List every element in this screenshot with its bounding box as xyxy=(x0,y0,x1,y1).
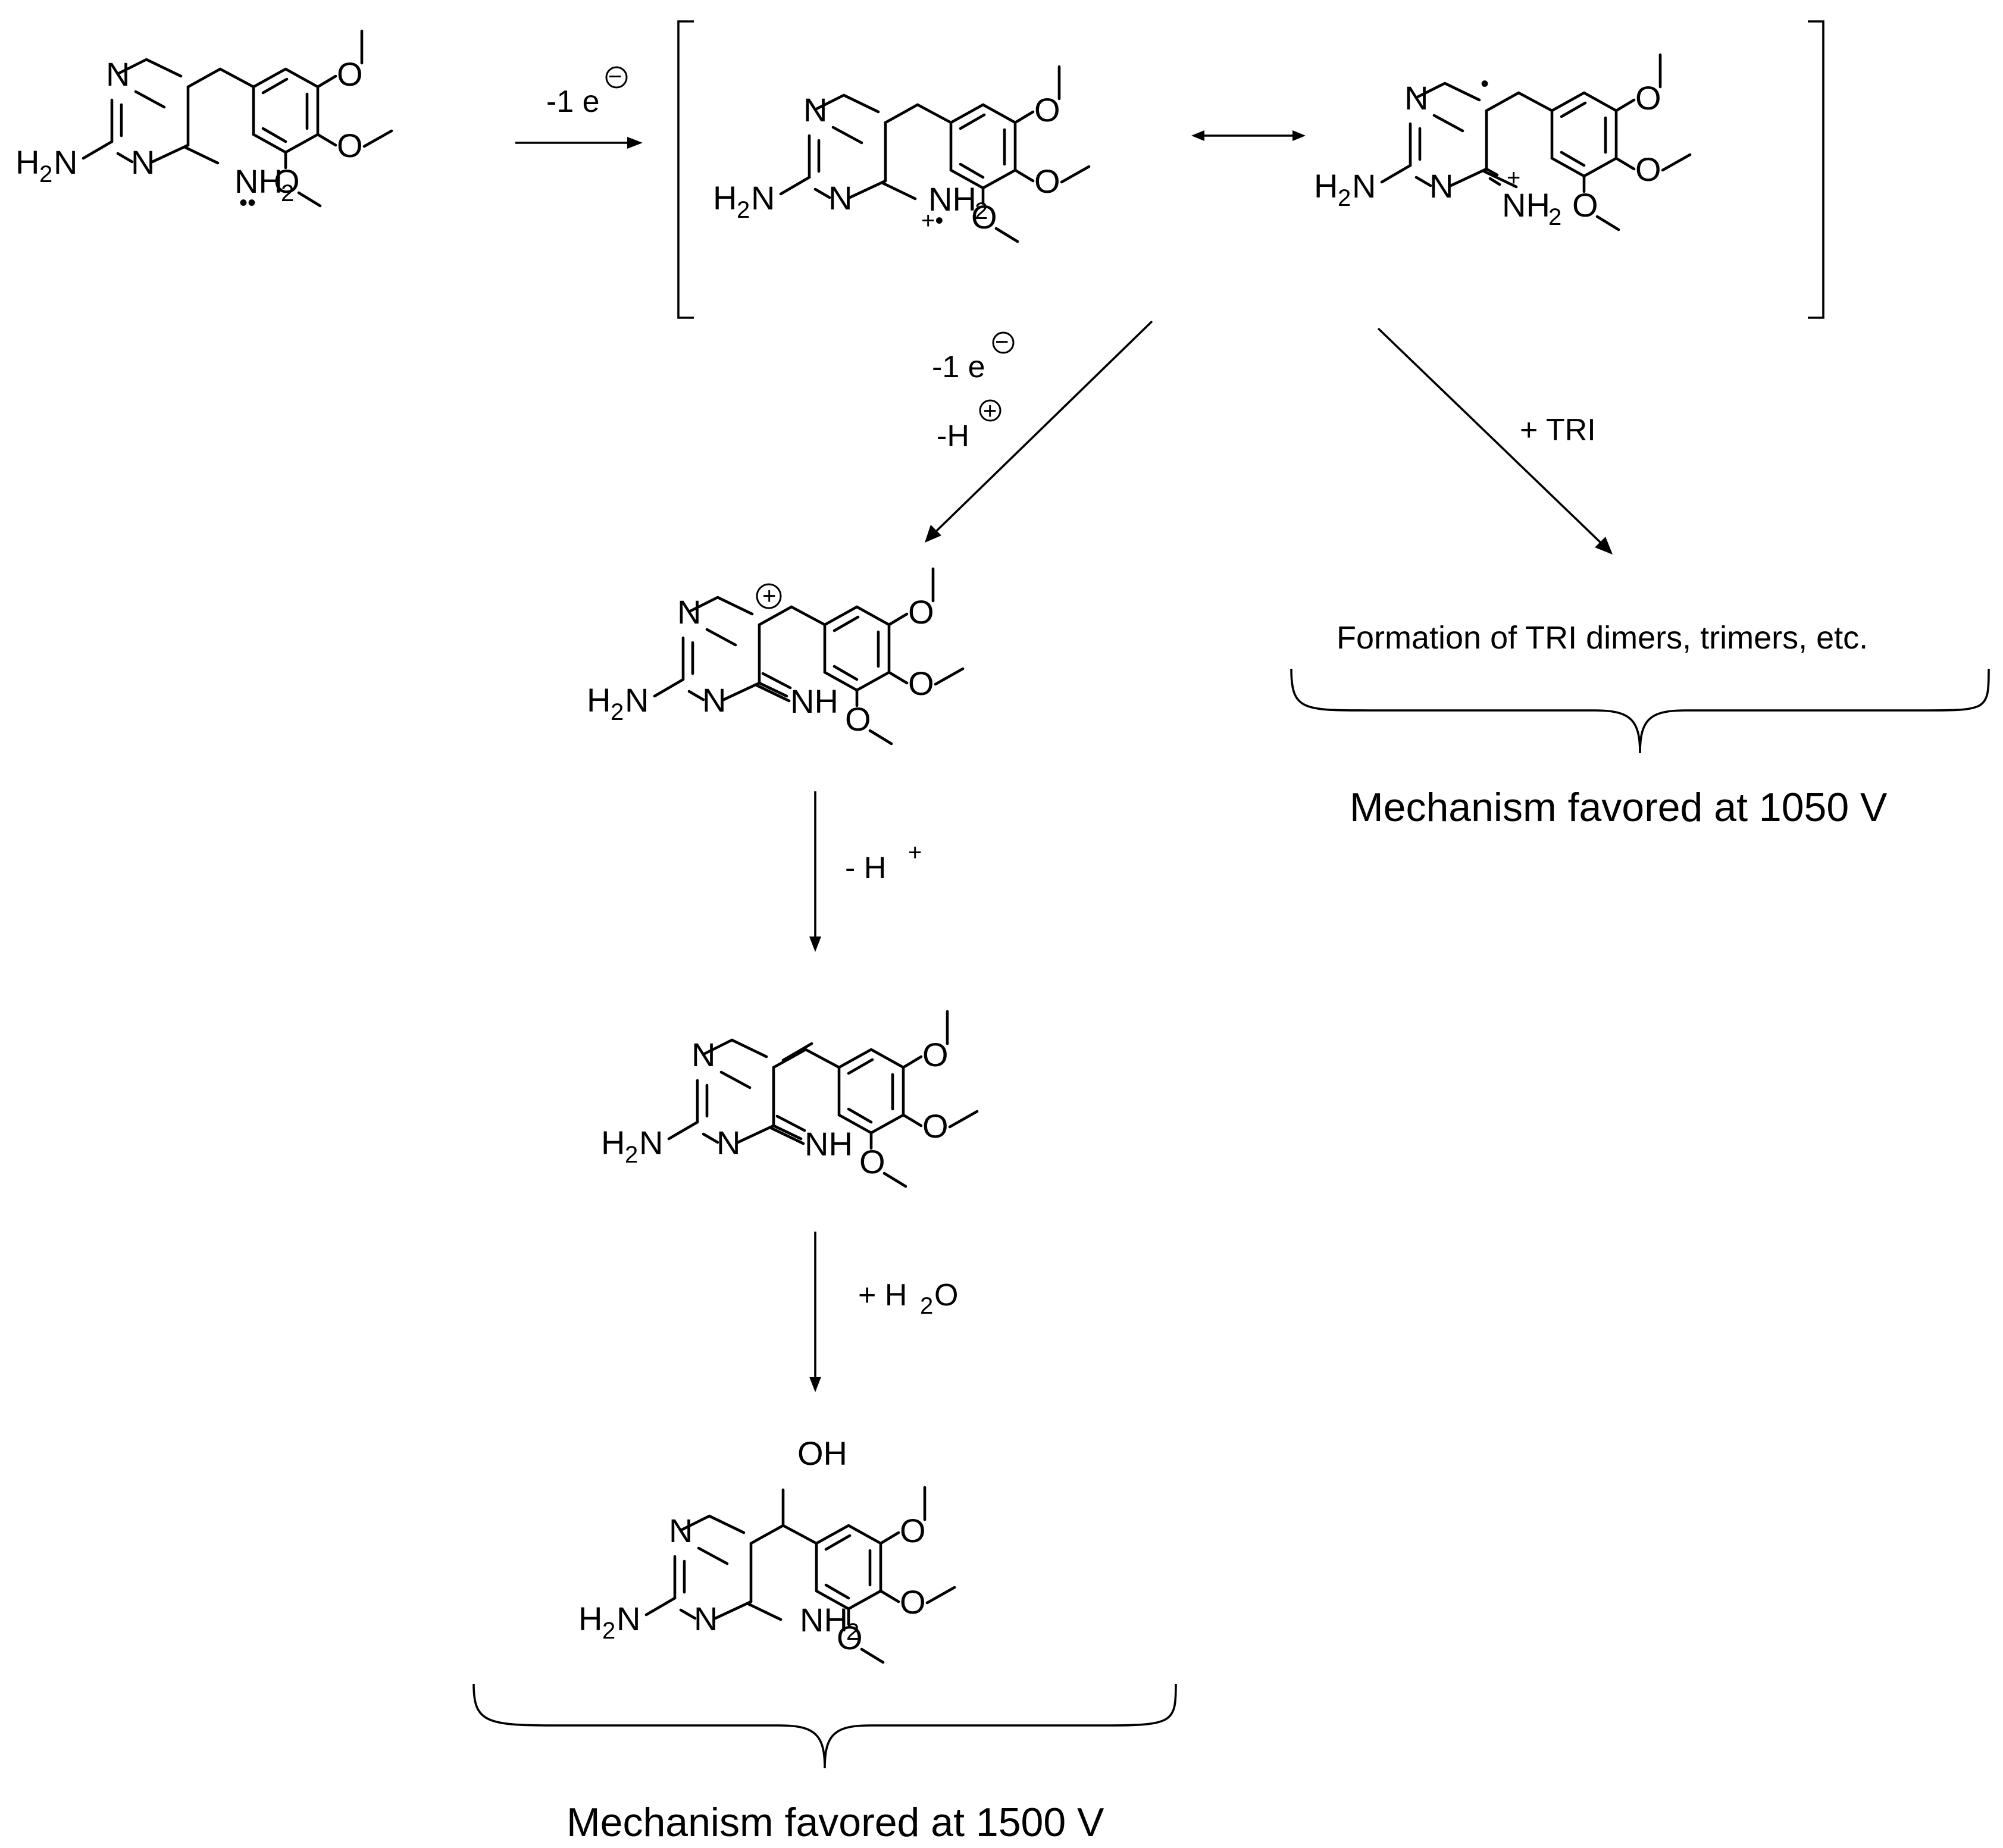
brace-1500 xyxy=(472,1683,1177,1769)
carbon-radical: • xyxy=(1481,71,1489,97)
iminium-nh2: NH xyxy=(1502,186,1550,224)
arrow-oxidation-1: -1 e − xyxy=(515,64,643,149)
mechanism-1500-label: Mechanism favored at 1500 V xyxy=(567,1800,1104,1845)
water-subscript: 2 xyxy=(920,1293,933,1319)
molecule-iminium-radical: NH 2 + • xyxy=(1314,55,1690,230)
proton-charge: + xyxy=(983,398,997,424)
imine-nh: NH xyxy=(805,1125,853,1163)
iminium-nh2-sub: 2 xyxy=(1548,204,1561,230)
arrow-oxidation-2: -1 e − -H + xyxy=(925,320,1153,543)
water-o: O xyxy=(934,1278,958,1313)
molecule-trimethoprim: NH 2 •• xyxy=(15,31,392,216)
amine-nh2: NH xyxy=(234,162,283,200)
iminium-charge: + xyxy=(1507,165,1520,191)
molecule-radical-cation: NH 2 +• xyxy=(713,67,1089,242)
molecule-hydroxy-product: NH 2 OH xyxy=(578,1434,954,1662)
lone-pair: •• xyxy=(239,190,256,216)
imine-nh: NH xyxy=(790,682,838,720)
amine-nh2-sub: 2 xyxy=(975,198,988,224)
resonance-brackets xyxy=(677,20,1824,319)
reagent-minus-h-charge: + xyxy=(908,840,922,866)
reagent-tri: + TRI xyxy=(1520,413,1596,447)
amine-nh2-sub: 2 xyxy=(846,1619,859,1645)
tri-oligomer-label: Formation of TRI dimers, trimers, etc. xyxy=(1337,620,1868,656)
reagent-minus-electron-1: -1 e xyxy=(546,84,600,119)
molecule-carbocation: NH + xyxy=(587,569,963,744)
electron-charge-1: − xyxy=(608,64,622,90)
reagent-minus-electron-2: -1 e xyxy=(932,350,985,384)
radical-cation-charge: +• xyxy=(921,208,943,234)
amine-nh2-sub: 2 xyxy=(281,180,294,206)
carbocation-charge: + xyxy=(762,583,776,609)
arrow-hydration: + H 2 O xyxy=(809,1232,958,1392)
amine-nh2: NH xyxy=(800,1601,848,1639)
molecule-methylene-imine: NH xyxy=(601,1011,977,1186)
electron-charge-2: − xyxy=(995,329,1009,355)
amine-nh2: NH xyxy=(928,180,977,218)
reagent-plus-water: + H xyxy=(858,1278,907,1313)
resonance-arrow xyxy=(1191,130,1306,141)
brace-1050 xyxy=(1290,668,1990,754)
reagent-minus-proton: -H xyxy=(937,419,969,453)
hydroxyl-oh: OH xyxy=(797,1434,847,1472)
arrow-deprotonation: - H + xyxy=(809,791,922,952)
reagent-minus-h: - H xyxy=(845,851,886,885)
mechanism-1050-label: Mechanism favored at 1050 V xyxy=(1350,785,1888,830)
arrow-tri-coupling: + TRI xyxy=(1377,327,1613,555)
